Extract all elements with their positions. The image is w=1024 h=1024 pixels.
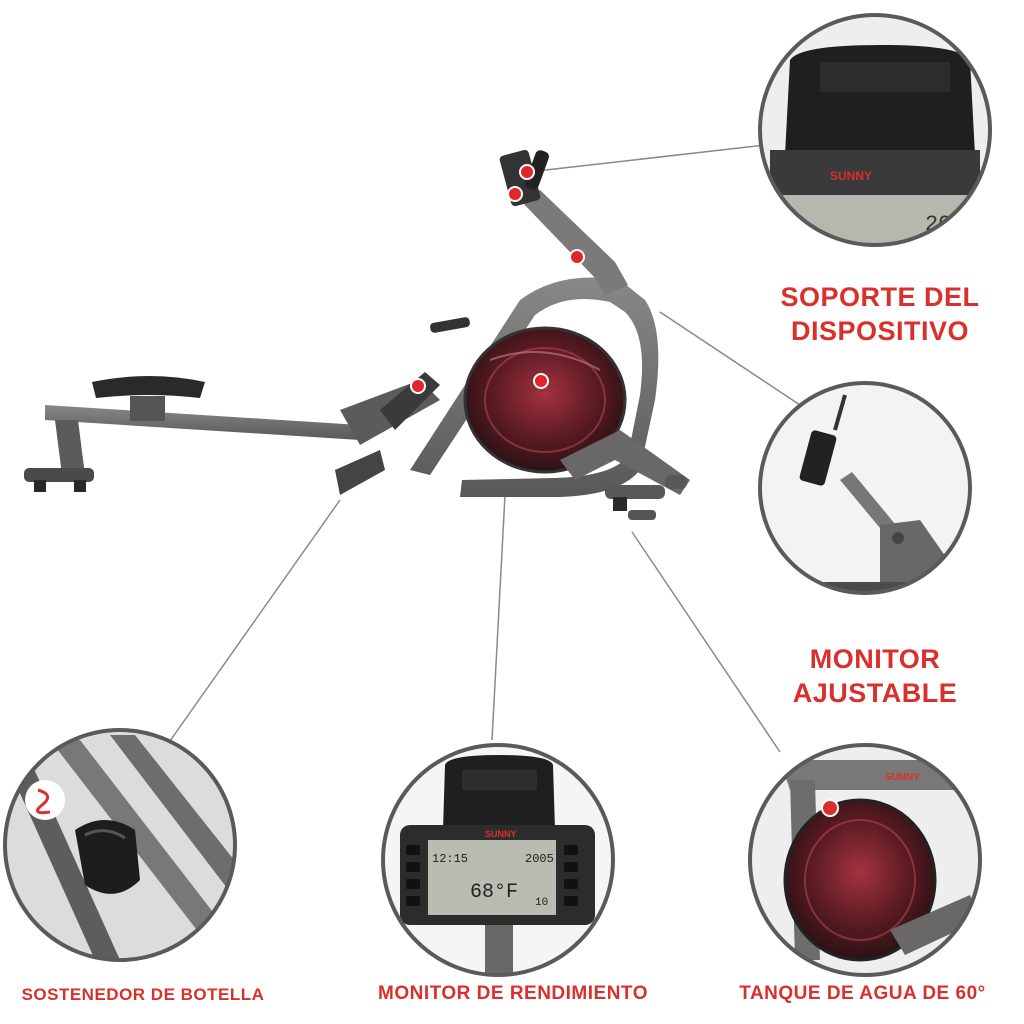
water-tank-label: TANQUE DE AGUA DE 60° xyxy=(739,983,986,1004)
device-holder-label-line1: SOPORTE DEL xyxy=(780,282,980,312)
device-holder-detail: SUNNY 20 xyxy=(758,13,992,247)
callout-lines xyxy=(164,144,801,753)
adjustable-monitor-detail: SUNNY xyxy=(758,381,972,595)
monitor-year: 2005 xyxy=(525,852,554,866)
device-holder-label-line2: DISPOSITIVO xyxy=(790,316,970,346)
brand-logo-top: SUNNY xyxy=(830,169,872,183)
brand-logo-monitor: SUNNY xyxy=(485,829,517,839)
adjustable-monitor-label: MONITOR AJUSTABLE xyxy=(765,642,985,710)
device-holder-label: SOPORTE DEL DISPOSITIVO xyxy=(770,280,990,348)
brand-logo-tank: SUNNY xyxy=(885,772,920,783)
monitor-time: 12:15 xyxy=(432,852,468,866)
rowing-machine xyxy=(24,149,690,520)
water-tank-detail: SUNNY xyxy=(748,743,982,977)
bottle-holder-detail xyxy=(3,728,237,962)
adjustable-monitor-label-line2: AJUSTABLE xyxy=(792,678,958,708)
monitor-temperature: 68°F xyxy=(470,881,518,904)
performance-monitor-detail: SUNNY 12:15 2005 68°F 10 xyxy=(381,743,615,977)
bottle-holder-label: SOSTENEDOR DE BOTELLA xyxy=(21,985,265,1004)
monitor-small-value: 10 xyxy=(535,897,548,909)
performance-monitor-label: MONITOR DE RENDIMIENTO xyxy=(378,983,648,1004)
adjustable-monitor-label-line1: MONITOR xyxy=(809,644,941,674)
